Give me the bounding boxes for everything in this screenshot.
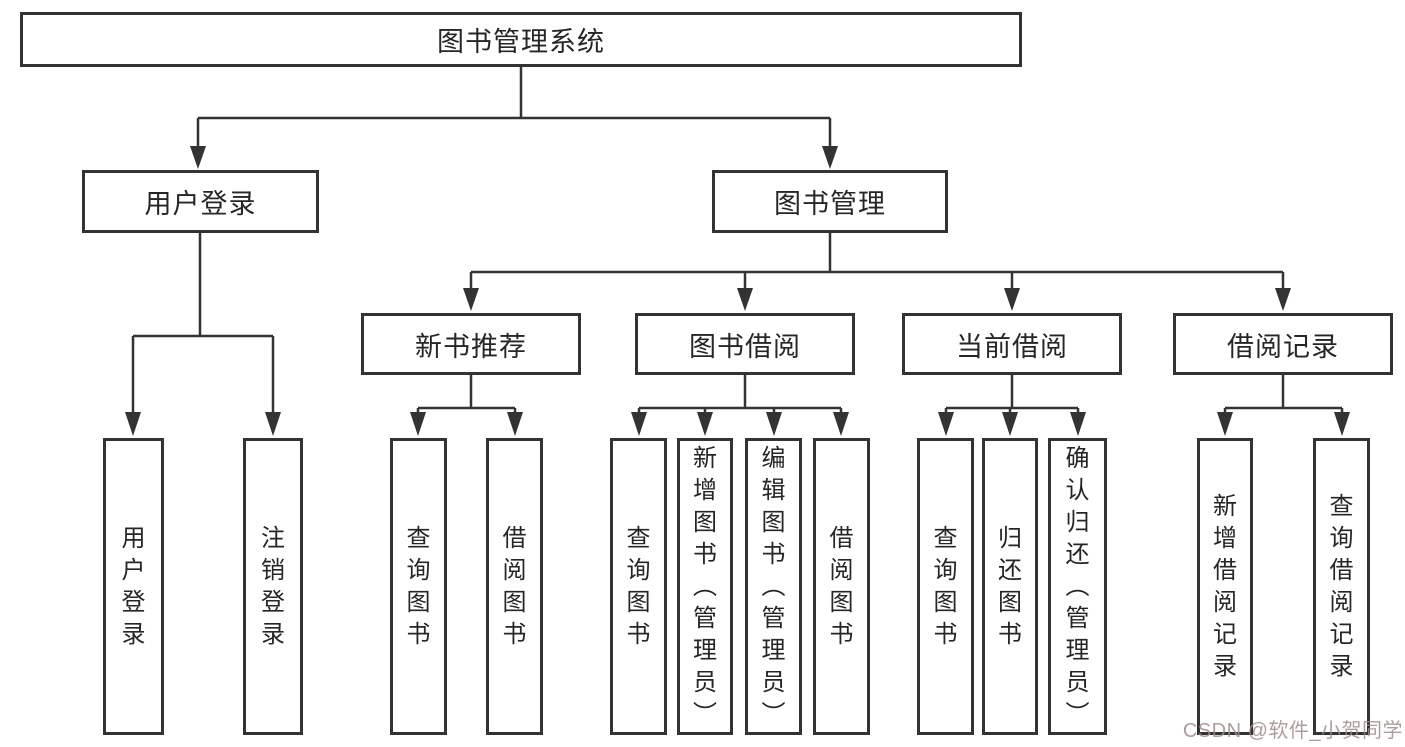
node-root-library-management-system: 图书管理系统 [20,12,1022,67]
leaf-bb-edit-books-admin: 编辑图书︵管理员︶ [745,438,802,735]
node-label: 当前借阅 [956,331,1068,362]
node-label: 借阅图书 [829,524,854,648]
leaf-nbr-borrow-books: 借阅图书 [486,438,543,735]
node-label: 确认归还︵管理员︶ [1065,444,1090,728]
leaf-nbr-query-books: 查询图书 [390,438,447,735]
leaf-bb-query-books: 查询图书 [610,438,667,735]
node-label: 借阅记录 [1227,331,1339,362]
node-current-borrow: 当前借阅 [902,313,1122,375]
leaf-cb-return-books: 归还图书 [982,438,1038,735]
node-label: 查询图书 [406,524,431,648]
leaf-cb-query-books: 查询图书 [917,438,974,735]
node-book-management: 图书管理 [712,170,948,233]
node-label: 图书管理 [774,189,886,219]
node-user-login: 用户登录 [82,170,319,233]
leaf-user-login: 用户登录 [103,438,164,735]
node-label: 用户登录 [121,524,146,648]
node-label: 编辑图书︵管理员︶ [761,444,786,728]
node-label: 查询图书 [626,524,651,648]
leaf-bb-borrow-books: 借阅图书 [813,438,870,735]
node-label: 图书管理系统 [437,27,605,57]
node-label: 借阅图书 [502,524,527,648]
node-label: 查询借阅记录 [1329,492,1354,680]
leaf-logout: 注销登录 [243,438,303,735]
leaf-cb-confirm-return-admin: 确认归还︵管理员︶ [1048,438,1107,735]
leaf-br-query-record: 查询借阅记录 [1313,438,1370,735]
node-label: 图书借阅 [689,331,801,362]
leaf-bb-add-books-admin: 新增图书︵管理员︶ [677,438,733,735]
node-book-borrow: 图书借阅 [635,313,855,375]
leaf-br-add-record: 新增借阅记录 [1197,438,1253,735]
node-new-book-recommend: 新书推荐 [361,313,581,375]
node-label: 用户登录 [144,189,257,219]
node-label: 查询图书 [933,524,958,648]
node-label: 注销登录 [261,524,285,648]
node-borrow-records: 借阅记录 [1173,313,1393,375]
node-label: 新增图书︵管理员︶ [693,444,717,728]
node-label: 新书推荐 [415,331,527,362]
node-label: 归还图书 [998,524,1022,648]
node-label: 新增借阅记录 [1213,492,1237,680]
